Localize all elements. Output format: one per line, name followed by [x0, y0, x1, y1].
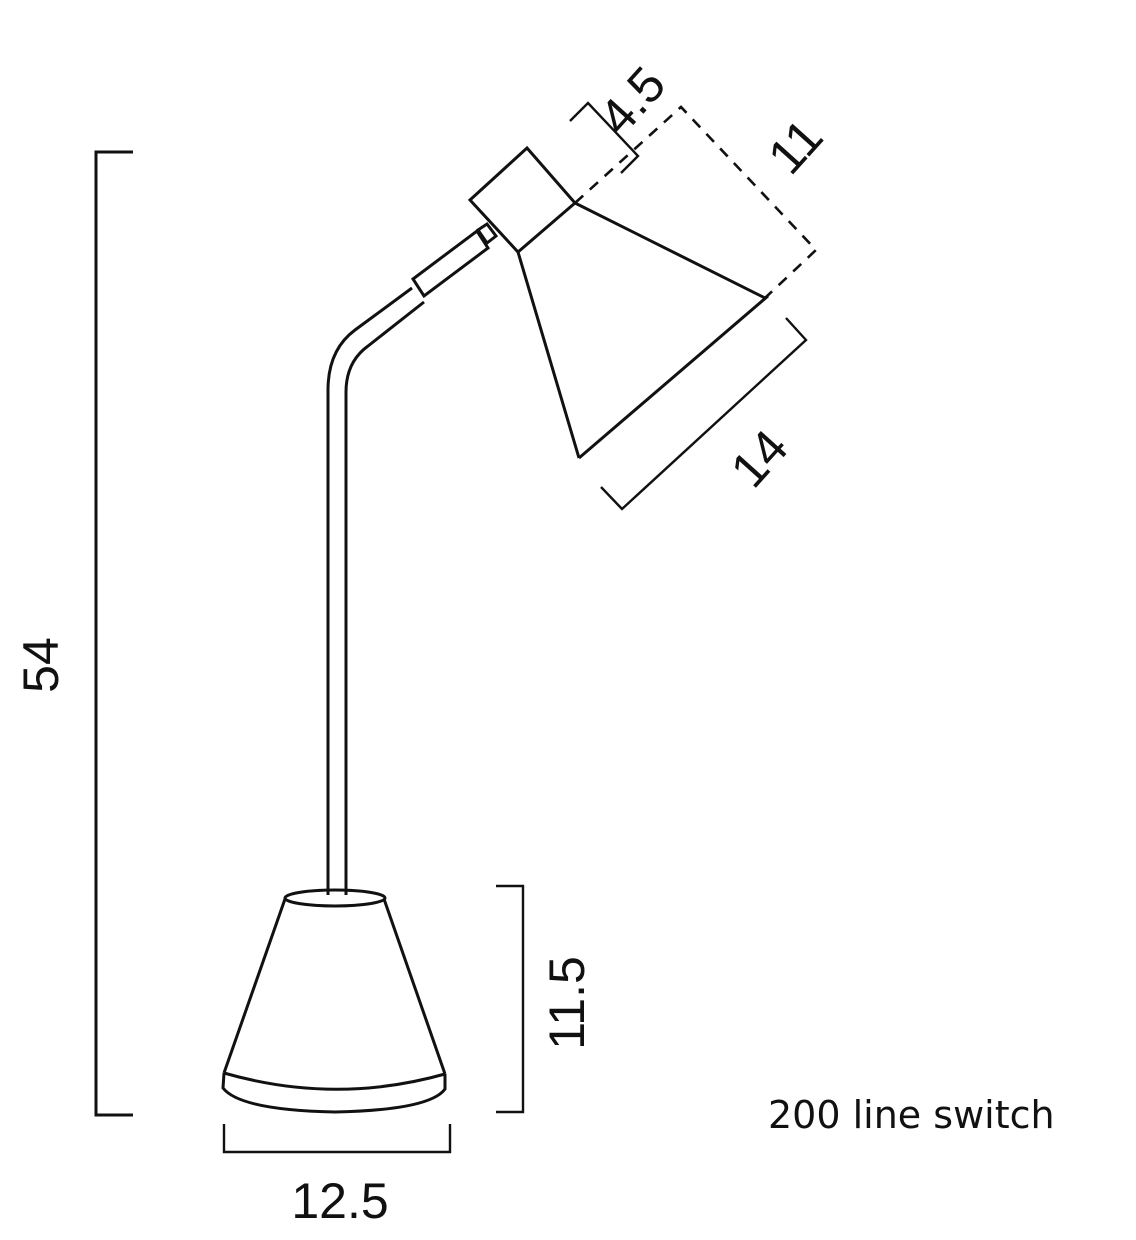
overall-height-label: 54: [13, 637, 69, 693]
base-top-ellipse: [283, 888, 387, 908]
base-height-label: 11.5: [539, 956, 595, 1050]
shade-length-label: 14: [720, 419, 799, 498]
base-band-bottom: [221, 1072, 447, 1114]
base-width-dimension: 12.5: [222, 1124, 452, 1229]
lamp-base: [221, 888, 447, 1114]
switch-note: 200 line switch: [768, 1093, 1055, 1137]
shade-height-dimension: 11: [574, 105, 834, 299]
head-depth-dimension: 4.5: [569, 56, 676, 174]
shade-opening: [578, 294, 769, 460]
base-left-edge: [222, 898, 287, 1074]
stem-outer-line: [326, 286, 413, 895]
overall-height-dimension: 54: [13, 150, 133, 1117]
lamp-stem: [326, 221, 499, 895]
stem-inner-line: [344, 300, 425, 895]
base-width-label: 12.5: [291, 1173, 388, 1229]
shade-height-label: 11: [757, 109, 833, 185]
shade-length-bracket: [600, 317, 808, 511]
head-depth-bracket: [569, 101, 640, 174]
head-knuckle: [467, 145, 578, 255]
arm-sleeve: [410, 228, 491, 299]
base-height-dimension: 11.5: [496, 884, 595, 1114]
base-right-edge: [382, 898, 447, 1075]
shade-height-dashed-guide: [574, 105, 818, 299]
shade-top-edge: [574, 201, 766, 300]
lamp-shade: [516, 201, 769, 460]
base-height-bracket: [496, 884, 525, 1114]
overall-height-bracket: [94, 150, 133, 1117]
head-depth-label: 4.5: [588, 56, 676, 145]
base-width-bracket: [222, 1124, 452, 1154]
shade-back-edge: [516, 251, 581, 459]
head-connector: [475, 221, 499, 246]
base-band-top: [223, 1071, 446, 1091]
